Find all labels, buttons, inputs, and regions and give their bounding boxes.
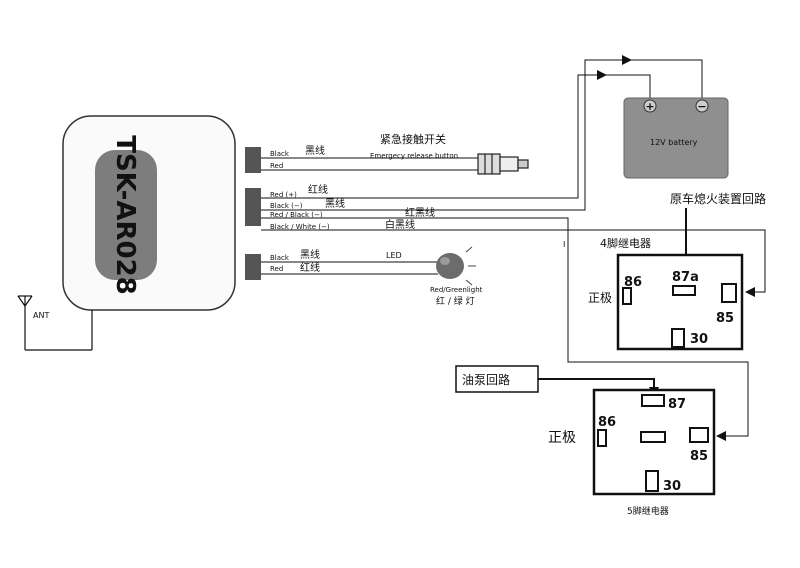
- relay4-title: 4脚继电器: [600, 236, 651, 250]
- fuel-pump-label: 油泵回路: [462, 372, 510, 387]
- antenna-icon: [17, 295, 93, 351]
- mid-wire3-en: Red / Black (−): [270, 211, 323, 219]
- relay4-pin30-label: 30: [690, 332, 708, 347]
- battery-minus: −: [697, 100, 706, 113]
- relay5-pin86-label: 86: [598, 415, 616, 430]
- module-label-plate: [95, 150, 157, 280]
- wire-red-plus: [261, 70, 607, 199]
- relay4-pin85: [721, 283, 737, 303]
- relay5-center-pin: [640, 431, 666, 443]
- wire-black-white: [261, 229, 766, 297]
- bot-wire2-cn: 红线: [300, 261, 320, 274]
- mid-wire2-cn: 黑线: [325, 197, 345, 210]
- connector-bot: [245, 254, 261, 280]
- relay5-pin87-label: 87: [668, 397, 686, 412]
- relay5-positive: 正极: [548, 430, 576, 446]
- relay4-pin86: [622, 287, 632, 305]
- mid-wire4-en: Black / White (−): [270, 223, 330, 231]
- relay4-pin30: [671, 328, 685, 348]
- battery-positive-lead: [605, 74, 651, 98]
- wire-black-minus: [261, 55, 632, 211]
- battery-label: 12V battery: [650, 138, 698, 147]
- mid-wire1-en: Red (+): [270, 191, 297, 199]
- relay5-pin85-label: 85: [690, 449, 708, 464]
- wire-red-black: [261, 217, 749, 441]
- mid-wire3-cn: 红黑线: [405, 206, 435, 219]
- button-title: 紧急接触开关: [380, 132, 446, 146]
- connector-mid: [245, 188, 261, 226]
- mid-wire1-cn: 红线: [308, 183, 328, 196]
- mark-i: I: [563, 240, 565, 249]
- top-wire2-en: Red: [270, 162, 283, 170]
- top-wire1-en: Black: [270, 150, 290, 158]
- top-wire1-cn: 黑线: [305, 144, 325, 157]
- relay4-pin87a: [672, 285, 696, 296]
- relay5-title: 5脚继电器: [627, 505, 669, 517]
- led-icon: [436, 246, 476, 286]
- battery-plus: +: [645, 100, 654, 113]
- led-label: LED: [386, 251, 402, 260]
- emergency-button-icon: [477, 153, 529, 175]
- led-caption-cn: 红 / 绿 灯: [436, 295, 475, 307]
- relay5-pin87: [641, 394, 665, 407]
- relay5-pin85: [689, 427, 709, 443]
- fuel-pump-box: [455, 365, 539, 393]
- relay4-pin86-label: 86: [624, 275, 642, 290]
- mid-wire2-en: Black (−): [270, 202, 303, 210]
- antenna-label: ANT: [33, 311, 49, 320]
- relay4-positive: 正极: [588, 291, 612, 305]
- battery-icon: [623, 97, 729, 179]
- connector-top: [245, 147, 261, 173]
- relay5-pin30: [645, 470, 659, 492]
- mid-wire4-cn: 白黑线: [385, 218, 415, 231]
- ignition-circuit-label: 原车熄火装置回路: [670, 191, 766, 206]
- button-caption: Emergecy release button: [370, 152, 458, 160]
- bot-wire1-cn: 黑线: [300, 248, 320, 261]
- battery-negative-lead: [630, 59, 703, 98]
- relay4-pin87a-label: 87a: [672, 270, 699, 285]
- relay5-pin30-label: 30: [663, 479, 681, 494]
- bot-wire1-en: Black: [270, 254, 290, 262]
- relay4-pin85-label: 85: [716, 311, 734, 326]
- relay5-pin86: [597, 429, 607, 447]
- led-caption-en: Red/Greenlight: [430, 286, 483, 294]
- bot-wire2-en: Red: [270, 265, 283, 273]
- module-label: TSK-AR028: [110, 135, 140, 295]
